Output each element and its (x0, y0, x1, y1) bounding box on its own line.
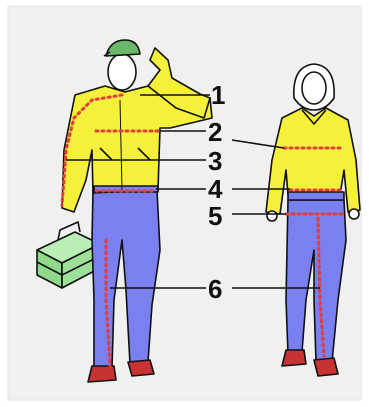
woman-left-shoe (282, 350, 306, 366)
label-6: 6 (208, 274, 222, 304)
label-4: 4 (208, 174, 223, 204)
label-2: 2 (208, 117, 222, 147)
man-left-shoe (88, 366, 116, 382)
woman-right-shoe (314, 358, 338, 376)
label-3: 3 (208, 146, 222, 176)
man-right-shoe (128, 360, 154, 376)
woman-belt (288, 192, 344, 200)
label-1: 1 (211, 80, 225, 110)
label-5: 5 (208, 201, 222, 231)
man-head (108, 54, 136, 90)
woman-head (302, 72, 326, 104)
